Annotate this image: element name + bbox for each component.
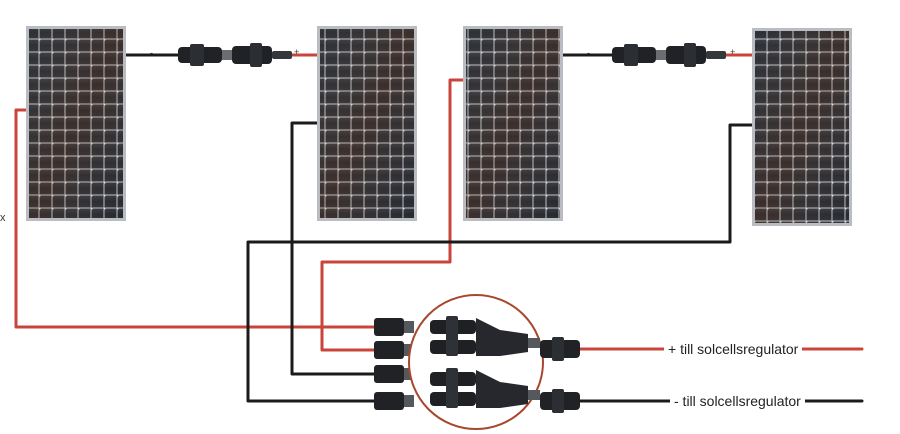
label-negative-output: - till solcellsregulator — [670, 393, 805, 409]
wire-panel2-negative — [290, 121, 380, 376]
solar-panel-1 — [26, 26, 126, 221]
output-connector-negative — [540, 389, 580, 413]
y-branch-connector-negative — [430, 368, 540, 408]
input-connector-4 — [374, 392, 414, 410]
mc4-connector-pair-1 — [178, 43, 292, 67]
input-connector-2 — [374, 341, 414, 359]
solar-panel-2 — [317, 26, 417, 221]
branch-input-connectors — [374, 318, 414, 410]
mc4-connector-pair-2 — [612, 43, 726, 67]
input-connector-3 — [374, 365, 414, 383]
label-positive-output: + till solcellsregulator — [664, 341, 803, 357]
solar-panel-3 — [463, 26, 563, 221]
y-branch-connector-positive — [430, 316, 540, 356]
edge-mark: x — [0, 212, 6, 224]
input-connector-1 — [374, 318, 414, 336]
wire-panel4-negative — [246, 123, 756, 403]
sign-pair2-right: + — [730, 47, 736, 57]
output-connector-positive — [540, 337, 580, 361]
branch-connector-highlight — [408, 294, 544, 430]
sign-pair1-right: + — [294, 47, 300, 57]
wire-panel3-positive — [320, 78, 468, 352]
sign-pair1-left: - — [150, 48, 153, 58]
wire-panel1-positive — [14, 108, 380, 329]
sign-pair2-left: - — [587, 48, 590, 58]
solar-panel-4 — [752, 28, 852, 226]
